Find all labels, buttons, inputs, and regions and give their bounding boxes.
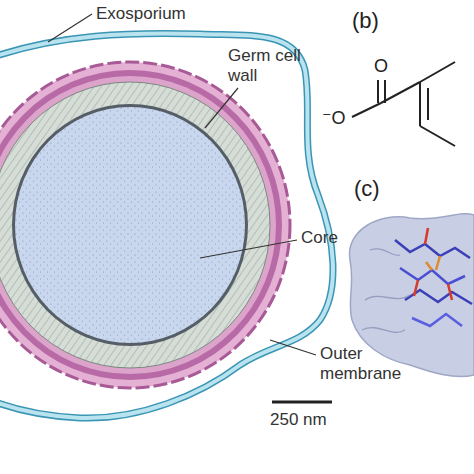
cortex: [0, 82, 270, 368]
atom-label: ⁻O: [322, 108, 356, 129]
scale-bar: [272, 401, 332, 404]
panel-label: (b): [352, 8, 392, 33]
outer-membrane: [0, 70, 282, 380]
ligand-sticks: [395, 228, 472, 326]
leader-line: [270, 340, 316, 355]
scale-label: 250 nm: [270, 410, 350, 430]
atom-label: O: [374, 56, 394, 77]
part-label: Core: [301, 228, 361, 248]
part-label: Outer membrane: [320, 344, 410, 383]
leader-line: [48, 14, 92, 42]
germ-cell-wall: [12, 104, 248, 346]
carboxylate-structure: [352, 62, 455, 146]
part-label: Germ cell wall: [228, 46, 308, 85]
leader-line: [200, 240, 297, 258]
part-label: Exosporium: [96, 4, 206, 24]
panel-label: (c): [354, 176, 394, 201]
outer-coat: [0, 62, 290, 388]
protein-surface: [350, 214, 474, 377]
leader-line: [205, 88, 238, 128]
core: [15, 107, 245, 343]
